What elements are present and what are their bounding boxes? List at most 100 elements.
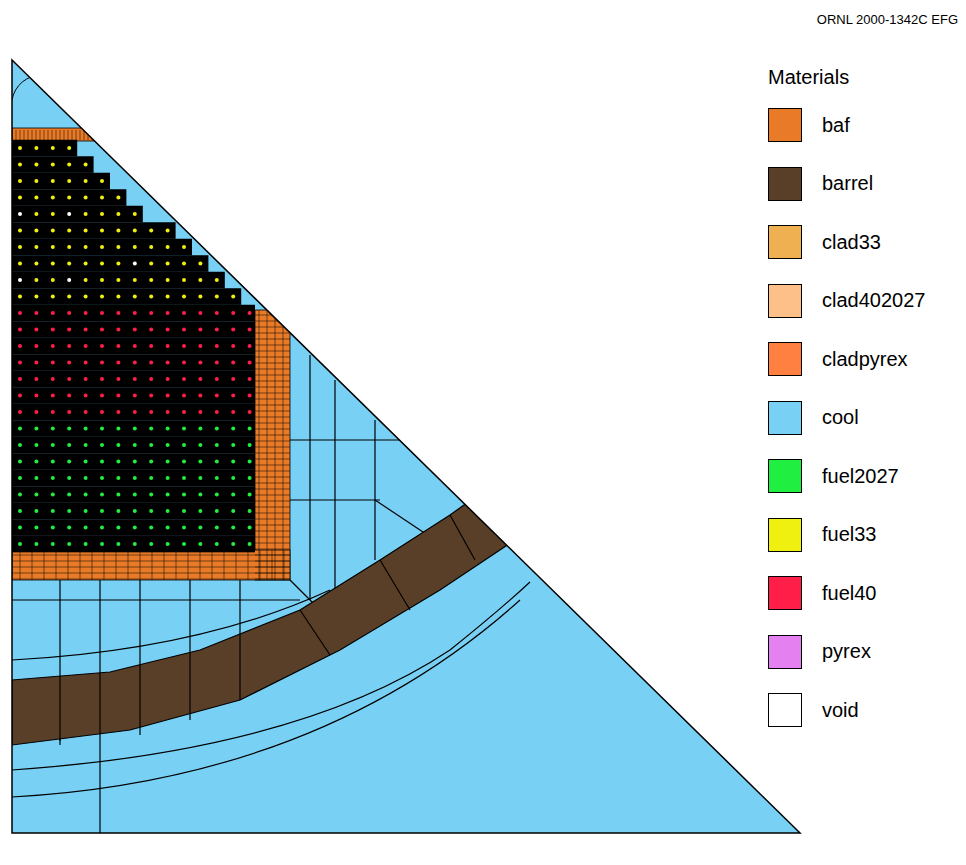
hatch-line: [255, 429, 290, 430]
hatch-line: [236, 550, 237, 580]
mesh-lines: [12, 355, 530, 833]
fuel-pin: [198, 344, 202, 348]
hatch-line: [255, 447, 290, 448]
fuel-pin: [51, 394, 55, 398]
fuel-pin: [34, 344, 38, 348]
fuel-pin: [182, 377, 186, 381]
fuel-pin: [166, 427, 170, 431]
legend-swatch: [768, 576, 802, 610]
fuel-pin: [100, 262, 104, 266]
fuel-pin: [166, 476, 170, 480]
fuel-pin: [231, 509, 235, 513]
legend-label: fuel40: [822, 582, 877, 605]
hatch-line: [40, 130, 41, 140]
coolant: [0, 50, 820, 850]
baffle: [255, 310, 290, 580]
fuel-pin: [100, 229, 104, 233]
fuel-pin: [18, 245, 22, 249]
fuel-row: [12, 239, 192, 256]
fuel-pin: [51, 245, 55, 249]
fuel-pin: [215, 328, 219, 332]
fuel-pin: [133, 245, 137, 249]
fuel-pin: [133, 443, 137, 447]
fuel-pin: [67, 361, 71, 365]
fuel-pin: [100, 542, 104, 546]
fuel-pin: [116, 526, 120, 530]
hatch-line: [275, 310, 276, 580]
fuel-pin: [198, 377, 202, 381]
hatch-line: [255, 465, 290, 466]
fuel-pin: [133, 410, 137, 414]
fuel-pin: [133, 394, 137, 398]
fuel-pin: [51, 509, 55, 513]
hatch-line: [255, 351, 290, 352]
fuel-pin: [67, 212, 71, 216]
fuel-row: [12, 453, 255, 470]
hatch-line: [255, 453, 290, 454]
fuel-row: [12, 206, 143, 223]
fuel-pin: [84, 526, 88, 530]
hatch-line: [255, 531, 290, 532]
fuel-pin: [248, 476, 252, 480]
fuel-pin: [182, 311, 186, 315]
fuel-pin: [34, 196, 38, 200]
fuel-pin: [231, 344, 235, 348]
fuel-pin: [84, 410, 88, 414]
fuel-pin: [116, 212, 120, 216]
fuel-pin: [198, 361, 202, 365]
fuel-pin: [100, 196, 104, 200]
hatch-line: [116, 130, 117, 140]
fuel-pin: [67, 311, 71, 315]
fuel-pin: [231, 460, 235, 464]
hatch-line: [68, 550, 69, 580]
fuel-pin: [100, 245, 104, 249]
fuel-pin: [149, 361, 153, 365]
fuel-pin: [116, 344, 120, 348]
fuel-pin: [215, 427, 219, 431]
fuel-pin: [133, 262, 137, 266]
fuel-pin: [34, 179, 38, 183]
fuel-row: [12, 536, 255, 553]
fuel-pin: [67, 542, 71, 546]
fuel-pin: [215, 526, 219, 530]
fuel-pin: [84, 328, 88, 332]
fuel-pin: [166, 443, 170, 447]
fuel-pin: [116, 229, 120, 233]
hatch-line: [284, 550, 285, 580]
fuel-pin: [182, 476, 186, 480]
fuel-pin: [166, 542, 170, 546]
fuel-pin: [248, 460, 252, 464]
fuel-pin: [116, 361, 120, 365]
hatch-line: [44, 550, 45, 580]
hatch-line: [255, 489, 290, 490]
fuel-pin: [100, 427, 104, 431]
hatch-line: [72, 130, 73, 140]
fuel-pin: [133, 212, 137, 216]
fuel-pin: [116, 509, 120, 513]
fuel-pin: [51, 328, 55, 332]
fuel-pin: [231, 311, 235, 315]
fuel-row: [12, 486, 255, 503]
fuel-pin: [51, 377, 55, 381]
fuel-pin: [198, 295, 202, 299]
hatch-line: [140, 550, 141, 580]
fuel-pin: [100, 179, 104, 183]
hatch-line: [255, 369, 290, 370]
fuel-pin: [149, 229, 153, 233]
fuel-pin: [231, 328, 235, 332]
fuel-pin: [34, 377, 38, 381]
hatch-line: [255, 423, 290, 424]
fuel-region: [12, 140, 255, 553]
hatch-line: [200, 550, 201, 580]
hatch-line: [255, 495, 290, 496]
fuel-pin: [198, 509, 202, 513]
fuel-pin: [248, 361, 252, 365]
fuel-pin: [198, 443, 202, 447]
hatch-line: [52, 130, 53, 140]
fuel-pin: [67, 526, 71, 530]
fuel-pin: [133, 295, 137, 299]
legend-swatch: [768, 635, 802, 669]
hatch-line: [255, 483, 290, 484]
fuel-pin: [18, 443, 22, 447]
